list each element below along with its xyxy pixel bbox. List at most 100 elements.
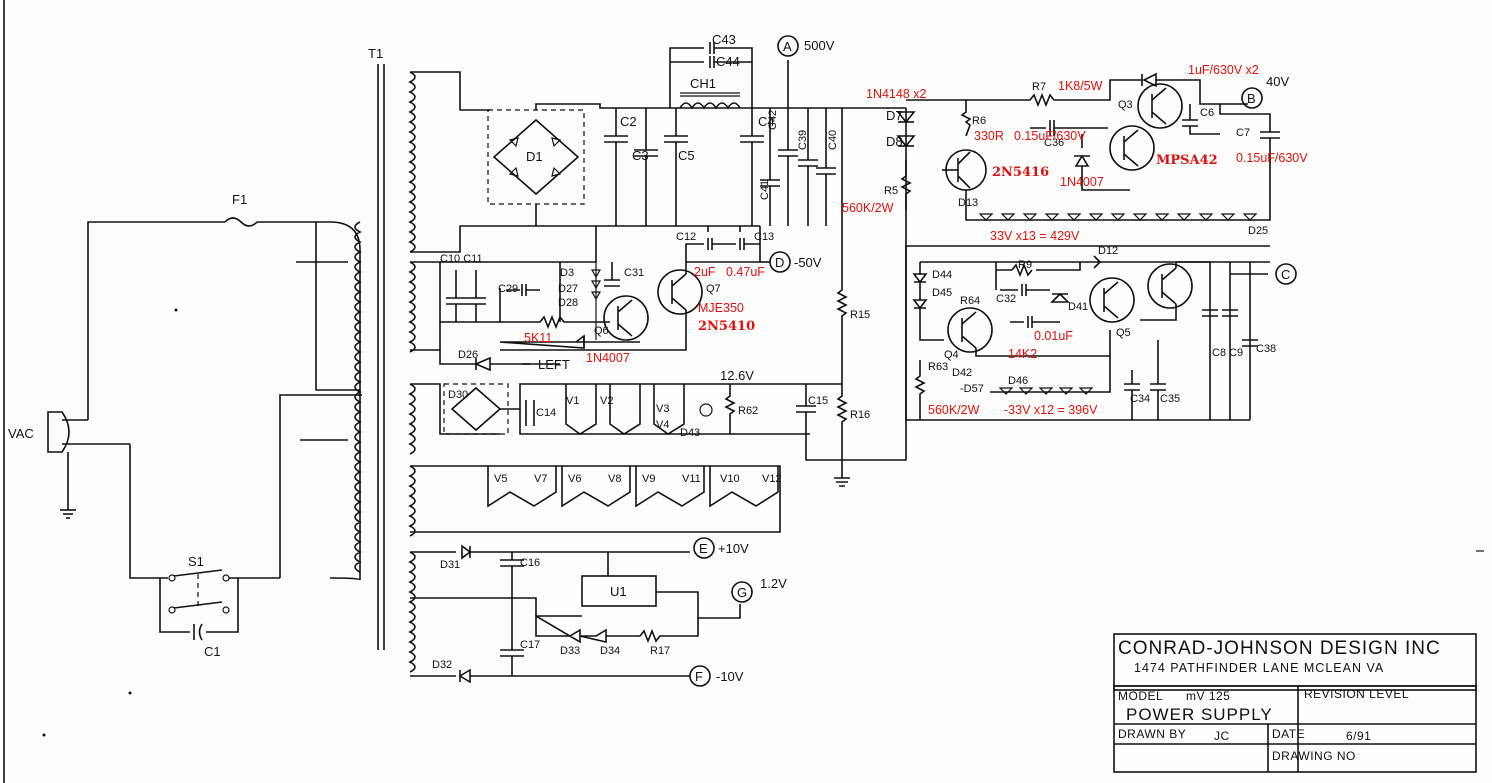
diode-d27-label: D27 (558, 283, 578, 295)
note-r7: 1K8/5W (1058, 79, 1103, 93)
tube-v8-label: V8 (608, 473, 621, 485)
cap-c8-c9-label: C8 C9 (1212, 347, 1243, 359)
note-q-upper: 2N5416 (992, 165, 1049, 180)
cap-c35-label: C35 (1160, 393, 1180, 405)
rail-a-letter: A (783, 39, 792, 54)
ac-input-label: VAC (8, 426, 34, 441)
tube-v6-label: V6 (568, 473, 581, 485)
tube-v12-label: V12 (762, 473, 782, 485)
title-block (1113, 633, 1477, 773)
note-r5: 560K/2W (842, 201, 894, 215)
diode-d43-label: D43 (680, 427, 700, 439)
diode-d7-d8-icon (896, 111, 916, 148)
diode-d45-label: D45 (932, 287, 952, 299)
rail-e-terminal (693, 537, 715, 559)
resistor-r64-label: R64 (960, 295, 980, 307)
diode-d12-label: D12 (1098, 245, 1118, 257)
cap-c42-label: C42 (767, 110, 779, 130)
diode-d31-label: D31 (440, 559, 460, 571)
resistor-r6-label: R6 (972, 115, 986, 127)
cap-c17-label: C17 (520, 639, 540, 651)
rail-b-voltage: 40V (1266, 74, 1289, 89)
fuse-label: F1 (232, 192, 247, 207)
transformer-core (377, 64, 385, 650)
diode-d3-d27-d28-icon (590, 262, 602, 340)
cap-c41-label: C41 (759, 180, 771, 200)
cap-c32-label: C32 (996, 293, 1016, 305)
ac-plug-icon (47, 411, 130, 519)
note-zener-upper: 33V x13 = 429V (990, 229, 1080, 243)
cap-c31-label: C31 (624, 267, 644, 279)
note-c6-c7: 1uF/630V x2 (1188, 63, 1259, 77)
zener-string-upper-icon (978, 213, 1258, 221)
cap-c44-label: C44 (716, 54, 740, 69)
transistor-q6-label: Q6 (594, 325, 609, 337)
diode-d33-label: D33 (560, 645, 580, 657)
note-r6: 330R (974, 129, 1004, 143)
note-d-upper: 1N4007 (1060, 175, 1104, 189)
model-label: MODEL (1118, 689, 1163, 703)
rail-a-voltage: 500V (804, 38, 835, 53)
rail-f-terminal (689, 665, 711, 687)
diode-d46-label: D46 (1008, 375, 1028, 387)
left-label: LEFT (538, 357, 570, 372)
cap-c34-label: C34 (1130, 393, 1150, 405)
choke-label: CH1 (690, 76, 716, 91)
cap-c3-label: C3 (632, 148, 649, 163)
resistor-r9-label: R9 (1018, 259, 1032, 271)
note-c36: 0.15uF/630V (1014, 129, 1086, 143)
company-address: 1474 PATHFINDER LANE MCLEAN VA (1134, 661, 1384, 675)
cap-c16-label: C16 (520, 557, 540, 569)
diode-d25-label: D25 (1248, 225, 1268, 237)
resistor-r62-label: R62 (738, 405, 758, 417)
drawn-by-value: JC (1214, 729, 1230, 743)
resistor-r63-label: R63 (928, 361, 948, 373)
zener-string-lower-icon (998, 387, 1094, 395)
note-q3: MPSA42 (1156, 153, 1218, 168)
transistor-q4-label: Q4 (944, 349, 959, 361)
tube-v9-label: V9 (642, 473, 655, 485)
power-switch-s1 (159, 569, 280, 641)
diode-d28-label: D28 (558, 297, 578, 309)
rail-g-voltage: 1.2V (760, 576, 787, 591)
rail-a-terminal (777, 35, 799, 57)
cap-c13-label: C13 (754, 231, 774, 243)
diode-d44-label: D44 (932, 269, 952, 281)
note-d-left: 1N4007 (586, 351, 630, 365)
note-r-left: 5K11 (524, 331, 552, 345)
date-label: DATE (1272, 727, 1305, 741)
diode-d26-label: D26 (458, 349, 478, 361)
transistor-q4-icon (947, 307, 993, 353)
diode-d8-label: D8 (886, 134, 903, 149)
transistor-q5b-icon (1147, 263, 1193, 309)
regulator-u1-box (581, 575, 657, 607)
cap-c43-label: C43 (712, 32, 736, 47)
cap-c15-label: C15 (808, 395, 828, 407)
bias-secondary-winding (408, 261, 416, 353)
note-d7-d8: 1N4148 x2 (866, 87, 927, 101)
diode-d3-label: D3 (560, 267, 574, 279)
choke-ch1-icon (679, 92, 741, 110)
cap-c29-label: C29 (498, 283, 518, 295)
tube-v10-label: V10 (720, 473, 740, 485)
filament-secondary-winding (408, 383, 416, 455)
rail-d-letter: D (775, 255, 784, 270)
cap-c1-label: C1 (204, 644, 221, 659)
rail-f-letter: F (695, 669, 703, 684)
note-c13: 0.47uF (726, 265, 765, 279)
transistor-mpsa42-icon (1109, 125, 1155, 171)
cap-c4-label: C4 (758, 114, 775, 129)
note-c33: 0.01uF (1034, 329, 1073, 343)
tube-v11-label: V11 (682, 473, 701, 485)
transistor-q3-label: Q3 (1118, 99, 1133, 111)
rail-g-terminal (731, 581, 753, 603)
resistor-r7-label: R7 (1032, 81, 1046, 93)
tube-v4-label: V4 (656, 419, 669, 431)
note-c7: 0.15uF/630V (1236, 151, 1308, 165)
rail-c-terminal (1275, 263, 1297, 285)
cap-c12-label: C12 (676, 231, 696, 243)
cap-c14-label: C14 (536, 407, 556, 419)
diode-d7-label: D7 (886, 108, 903, 123)
drawn-by-label: DRAWN BY (1118, 727, 1186, 741)
